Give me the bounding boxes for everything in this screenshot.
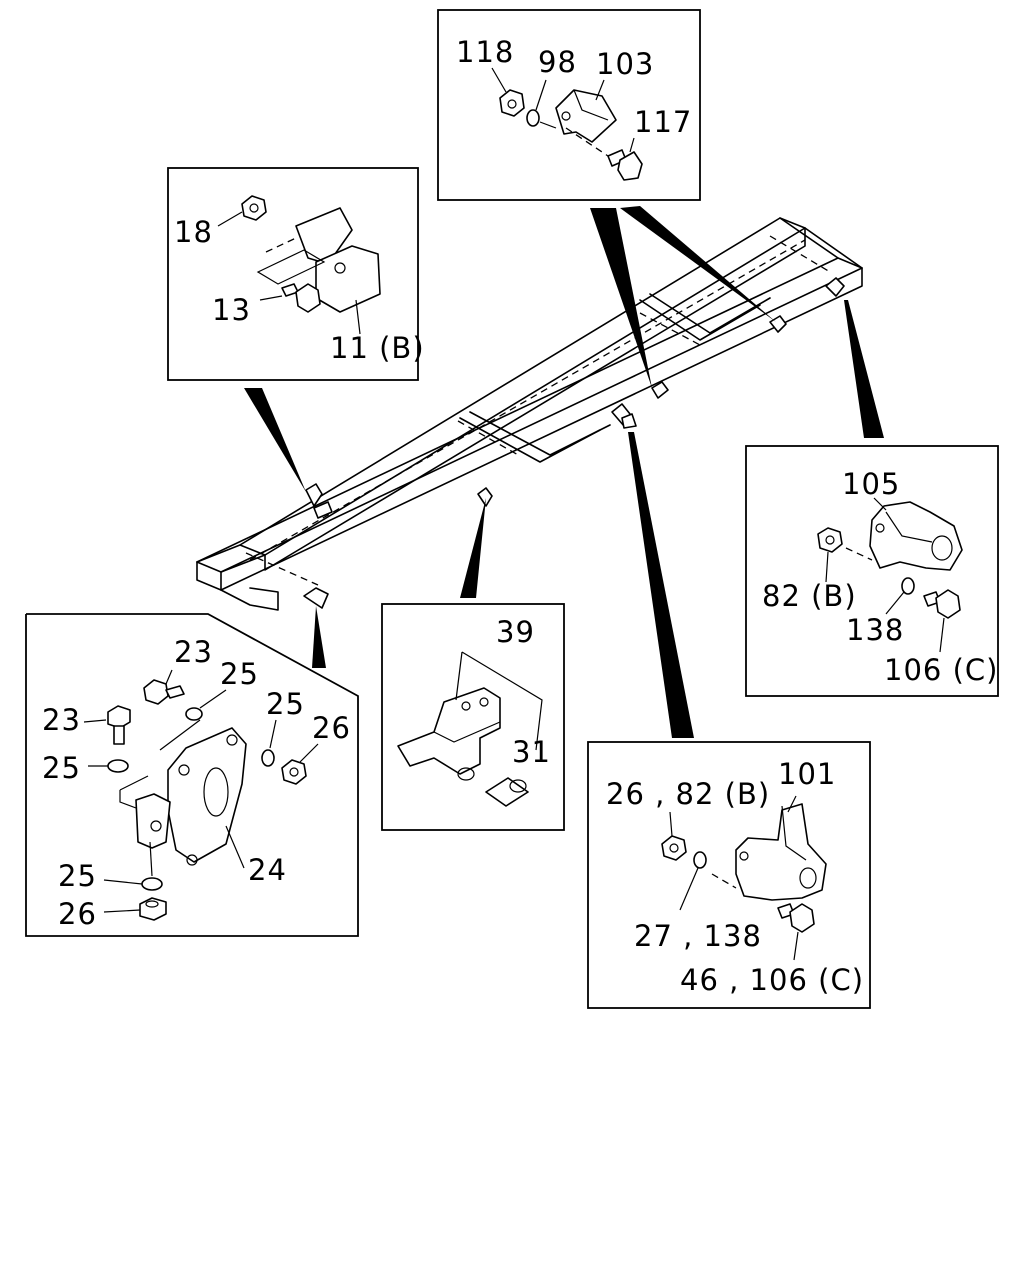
part-label: 117 <box>634 105 692 139</box>
part-label: 106 (C) <box>884 653 998 687</box>
part-label: 82 (B) <box>762 579 857 613</box>
part-label: 11 (B) <box>330 331 425 365</box>
part-label: 23 <box>42 703 81 737</box>
part-label: 25 <box>220 657 259 691</box>
part-label: 101 <box>778 757 836 791</box>
part-label: 118 <box>456 35 514 69</box>
part-label: 26 <box>58 897 97 931</box>
part-label: 24 <box>248 853 287 887</box>
part-label: 46 , 106 (C) <box>680 963 864 997</box>
part-label: 26 , 82 (B) <box>606 777 770 811</box>
part-label: 98 <box>538 45 577 79</box>
callout-box-bottom-right: 101 26 , 82 (B) 27 , 138 46 , 106 (C) <box>587 741 871 1009</box>
callout-box-bottom-left: 23 25 25 23 26 25 25 24 26 <box>25 613 359 937</box>
part-label: 25 <box>266 687 305 721</box>
part-label: 105 <box>842 467 900 501</box>
part-label: 25 <box>58 859 97 893</box>
callout-box-middle: 39 31 <box>381 603 565 831</box>
callout-box-top-center: 118 98 103 117 <box>437 9 701 201</box>
callout-box-right: 105 82 (B) 138 106 (C) <box>745 445 999 697</box>
part-label: 39 <box>496 615 535 649</box>
part-label: 23 <box>174 635 213 669</box>
callout-box-top-left: 18 13 11 (B) <box>167 167 425 381</box>
callout-pointers <box>244 206 884 738</box>
part-label: 103 <box>596 47 654 81</box>
part-label: 138 <box>846 613 904 647</box>
part-label: 13 <box>212 293 251 327</box>
part-label: 26 <box>312 711 351 745</box>
part-label: 25 <box>42 751 81 785</box>
part-label: 18 <box>174 215 213 249</box>
chassis-frame <box>196 217 863 611</box>
part-label: 27 , 138 <box>634 919 762 953</box>
part-label: 31 <box>512 735 551 769</box>
